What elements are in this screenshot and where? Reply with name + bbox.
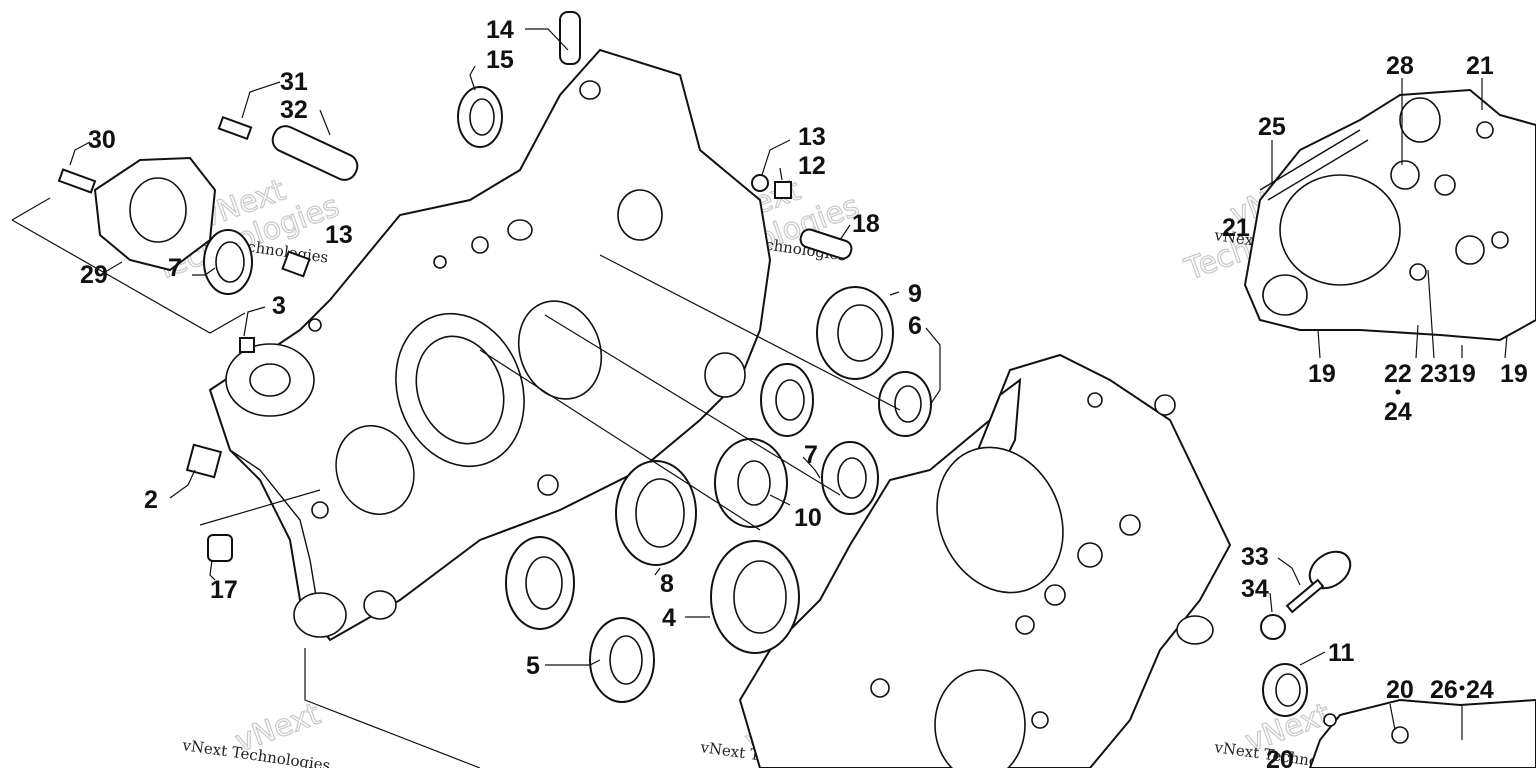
callout-23: 23 xyxy=(1420,360,1448,388)
callout-24-top: 24 xyxy=(1384,398,1412,426)
left-crankcase xyxy=(208,48,772,642)
callout-8: 8 xyxy=(660,570,674,598)
callout-7-left: 7 xyxy=(168,254,182,282)
callout-5: 5 xyxy=(526,652,540,680)
callout-33: 33 xyxy=(1241,543,1269,571)
callout-21-top: 21 xyxy=(1466,52,1494,80)
callout-17: 17 xyxy=(210,576,238,604)
callout-3: 3 xyxy=(272,292,286,320)
callout-19-mid: 19 xyxy=(1448,360,1476,388)
side-cover-top-right xyxy=(1243,88,1536,342)
callout-2: 2 xyxy=(144,486,158,514)
callout-13-top: 13 xyxy=(798,123,826,151)
callout-13-left: 13 xyxy=(325,221,353,249)
callout-4: 4 xyxy=(662,604,676,632)
callout-19-right: 19 xyxy=(1500,360,1528,388)
callout-34: 34 xyxy=(1241,575,1269,603)
callout-26: 26 xyxy=(1430,676,1458,704)
callout-14: 14 xyxy=(486,16,514,44)
leader-lines xyxy=(11,28,1508,768)
small-parts xyxy=(57,11,1352,717)
callout-11: 11 xyxy=(1328,639,1355,667)
bullet-dot-24 xyxy=(1395,389,1401,395)
callout-21-left: 21 xyxy=(1222,214,1250,242)
callout-19-left: 19 xyxy=(1308,360,1336,388)
callout-12: 12 xyxy=(798,152,826,180)
callout-32: 32 xyxy=(280,96,308,124)
callout-7-mid: 7 xyxy=(804,441,818,469)
callout-29: 29 xyxy=(80,261,108,289)
callout-20-right: 20 xyxy=(1386,676,1414,704)
callout-10: 10 xyxy=(794,504,822,532)
callout-6: 6 xyxy=(908,312,922,340)
callout-labels: 14 15 31 32 30 13 12 18 13 7 29 3 9 6 7 … xyxy=(80,16,1528,768)
callout-31: 31 xyxy=(280,68,308,96)
callout-22: 22 xyxy=(1384,360,1412,388)
callout-20-bottom: 20 xyxy=(1266,746,1294,768)
side-cover-bottom-right xyxy=(1308,698,1536,768)
callout-28: 28 xyxy=(1386,52,1414,80)
callout-30: 30 xyxy=(88,126,116,154)
bullet-dot-26-24 xyxy=(1459,685,1465,691)
right-crankcase xyxy=(738,353,1232,768)
callout-18: 18 xyxy=(852,210,880,238)
callout-25: 25 xyxy=(1258,113,1286,141)
callout-24-bottom: 24 xyxy=(1466,676,1494,704)
callout-9: 9 xyxy=(908,280,922,308)
callout-15: 15 xyxy=(486,46,514,74)
